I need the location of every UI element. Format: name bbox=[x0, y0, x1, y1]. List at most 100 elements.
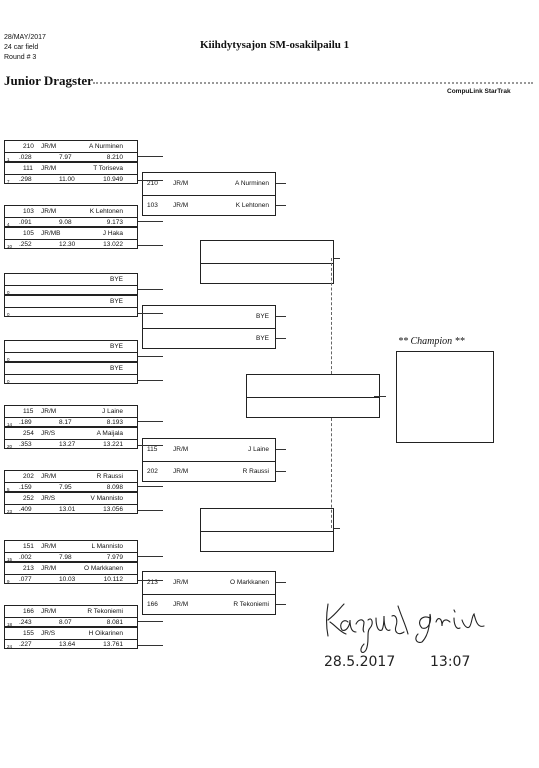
driver-name: A Nurminen bbox=[235, 180, 269, 187]
car-class: JR/S bbox=[41, 430, 56, 437]
car-class: JR/M bbox=[41, 408, 57, 415]
entry-bottom-line: 0 bbox=[5, 285, 137, 296]
report-date: 28/MAY/2017 bbox=[4, 34, 46, 41]
total-time: 8.081 bbox=[106, 619, 123, 626]
car-class: JR/M bbox=[41, 143, 57, 150]
champion-box bbox=[396, 351, 494, 443]
reaction-time: .252 bbox=[19, 241, 32, 248]
car-class: JR/M bbox=[41, 165, 57, 172]
driver-name: BYE bbox=[255, 335, 269, 342]
round-number: Round # 3 bbox=[4, 54, 37, 61]
car-class: JR/M bbox=[173, 579, 189, 586]
entry-top-line: BYE bbox=[5, 341, 137, 353]
car-number: 155 bbox=[23, 630, 34, 637]
driver-name: A Maijala bbox=[96, 430, 123, 437]
car-class: JR/S bbox=[41, 630, 56, 637]
car-class: JR/M bbox=[41, 565, 57, 572]
round3-slot-top bbox=[201, 241, 333, 264]
connector-line bbox=[138, 356, 163, 357]
connector-line bbox=[276, 183, 286, 184]
connector-line bbox=[138, 510, 163, 511]
car-class: JR/M bbox=[173, 446, 189, 453]
connector-line bbox=[138, 156, 163, 157]
field-size: 24 car field bbox=[4, 44, 39, 51]
car-class: JR/M bbox=[173, 601, 189, 608]
connector-line bbox=[138, 180, 163, 181]
header-divider bbox=[93, 82, 533, 84]
entry-bottom-line: 0 bbox=[5, 352, 137, 363]
connector-line bbox=[374, 396, 386, 397]
round3-match-1 bbox=[200, 240, 334, 284]
lane-number: 9 bbox=[7, 579, 10, 584]
lane-number: 4 bbox=[7, 222, 10, 227]
elapsed-time: 8.07 bbox=[59, 619, 72, 626]
total-time: 13.022 bbox=[103, 241, 123, 248]
lane-number: 24 bbox=[7, 644, 13, 649]
lane-number: 15 bbox=[7, 557, 13, 562]
total-time: 8.098 bbox=[106, 484, 123, 491]
connector-line bbox=[334, 528, 340, 529]
elapsed-time: 10.03 bbox=[59, 576, 76, 583]
dashed-connector bbox=[331, 258, 332, 374]
car-number: 166 bbox=[147, 601, 158, 608]
car-number: 103 bbox=[147, 202, 158, 209]
reaction-time: .298 bbox=[19, 176, 32, 183]
connector-line bbox=[276, 471, 286, 472]
car-number: 103 bbox=[23, 208, 34, 215]
entry-top-line: BYE bbox=[5, 296, 137, 308]
reaction-time: .227 bbox=[19, 641, 32, 648]
car-number: 151 bbox=[23, 543, 34, 550]
car-class: JR/M bbox=[173, 468, 189, 475]
lane-number: 7 bbox=[7, 179, 10, 184]
driver-name: R Tekoniemi bbox=[233, 601, 269, 608]
connector-line bbox=[138, 645, 163, 646]
reaction-time: .189 bbox=[19, 419, 32, 426]
lane-number: 0 bbox=[7, 312, 10, 317]
round1-entry: BYE 0 bbox=[4, 295, 138, 317]
driver-name: V Mannisto bbox=[90, 495, 123, 502]
driver-name: BYE bbox=[109, 298, 123, 305]
total-time: 10.112 bbox=[103, 576, 123, 583]
driver-name: J Laine bbox=[102, 408, 123, 415]
car-number: 210 bbox=[147, 180, 158, 187]
connector-line bbox=[138, 245, 163, 246]
elapsed-time: 11.00 bbox=[59, 176, 75, 183]
reaction-time: .243 bbox=[19, 619, 32, 626]
driver-name: R Raussi bbox=[242, 468, 269, 475]
driver-name: H Oikarinen bbox=[88, 630, 123, 637]
car-number: 202 bbox=[23, 473, 34, 480]
total-time: 8.210 bbox=[106, 154, 123, 161]
car-number: 252 bbox=[23, 495, 34, 502]
round3-slot-bottom bbox=[201, 531, 333, 553]
final-match bbox=[246, 374, 380, 418]
lane-number: 0 bbox=[7, 379, 10, 384]
lane-number: 5 bbox=[7, 487, 10, 492]
driver-name: O Markkanen bbox=[83, 565, 123, 572]
connector-line bbox=[138, 556, 163, 557]
total-time: 8.193 bbox=[106, 419, 123, 426]
elapsed-time: 8.17 bbox=[59, 419, 72, 426]
handwritten-signature: 28.5.2017 13:07 bbox=[324, 603, 485, 670]
elapsed-time: 13.27 bbox=[59, 441, 76, 448]
round3-slot-top bbox=[201, 509, 333, 532]
